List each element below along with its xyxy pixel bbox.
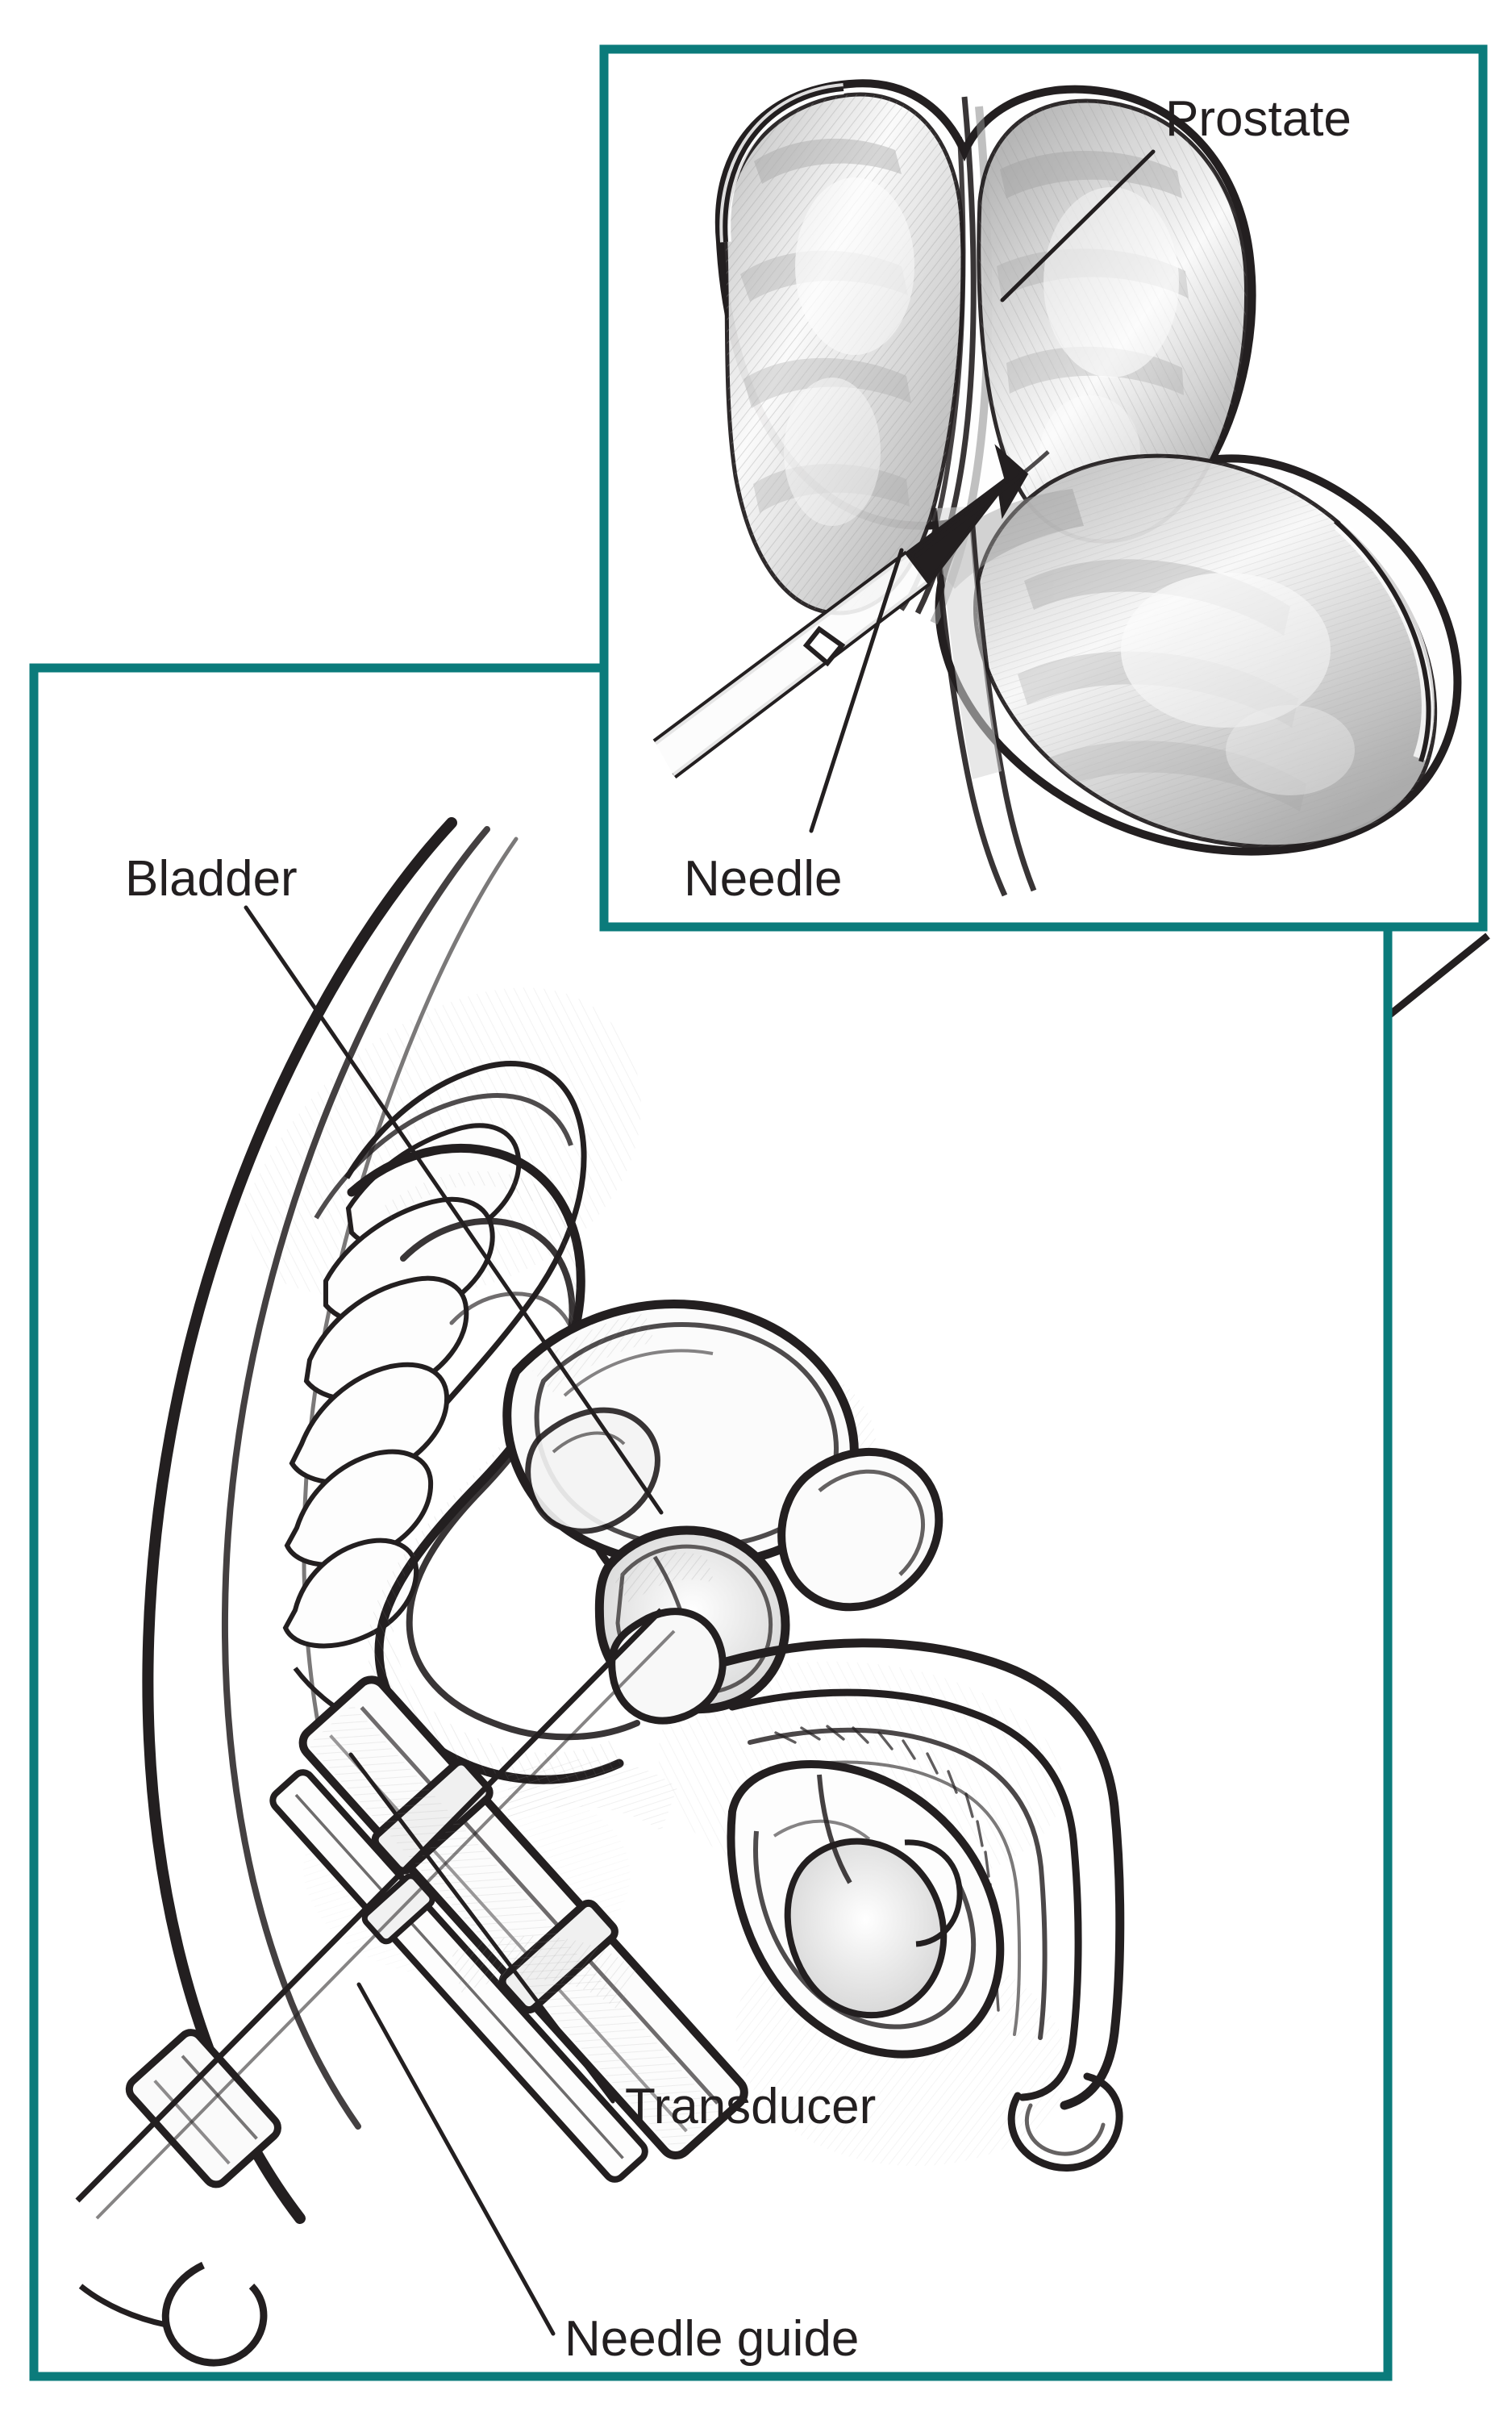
probe-cable-loop	[161, 2261, 268, 2367]
leader-needle	[809, 548, 904, 833]
label-needle-guide: Needle guide	[564, 2311, 859, 2367]
vertebrae	[282, 1123, 522, 1649]
seminal-vesicle	[525, 1407, 660, 1534]
probe-tip	[608, 1608, 727, 1725]
biopsy-needle-tip	[652, 444, 1050, 779]
inset-panel-artwork	[652, 79, 1462, 897]
perineum-shading	[452, 1759, 677, 2010]
urethra	[931, 504, 1037, 897]
leader-prostate	[1000, 149, 1156, 302]
magnified-prostate-view	[599, 44, 1488, 932]
transducer-probe	[78, 1608, 748, 2367]
biopsy-needle-edge	[95, 1629, 676, 2220]
pubic-bone	[777, 1447, 943, 1612]
urethra-lumen	[937, 507, 1002, 779]
main-panel-artwork	[75, 817, 1125, 2367]
penis	[721, 1638, 1125, 2172]
leader-lines	[244, 149, 1156, 2336]
label-needle: Needle	[684, 851, 842, 907]
scrotum-testis	[727, 1760, 1005, 2059]
sacrum-spine	[282, 1061, 587, 1729]
leader-transducer	[348, 1752, 615, 2104]
label-prostate: Prostate	[1165, 91, 1352, 147]
probe-cable	[78, 2284, 167, 2328]
leader-bladder	[244, 905, 664, 1515]
prostate-left-lobe	[723, 92, 966, 615]
inset-panel-border	[599, 44, 1488, 932]
label-transducer: Transducer	[625, 2079, 876, 2134]
label-bladder: Bladder	[125, 851, 298, 907]
labels: Prostate Needle Bladder Transducer Needl…	[125, 91, 1352, 2367]
biopsy-needle	[75, 1608, 664, 2203]
leader-needle-guide	[356, 1982, 556, 2336]
